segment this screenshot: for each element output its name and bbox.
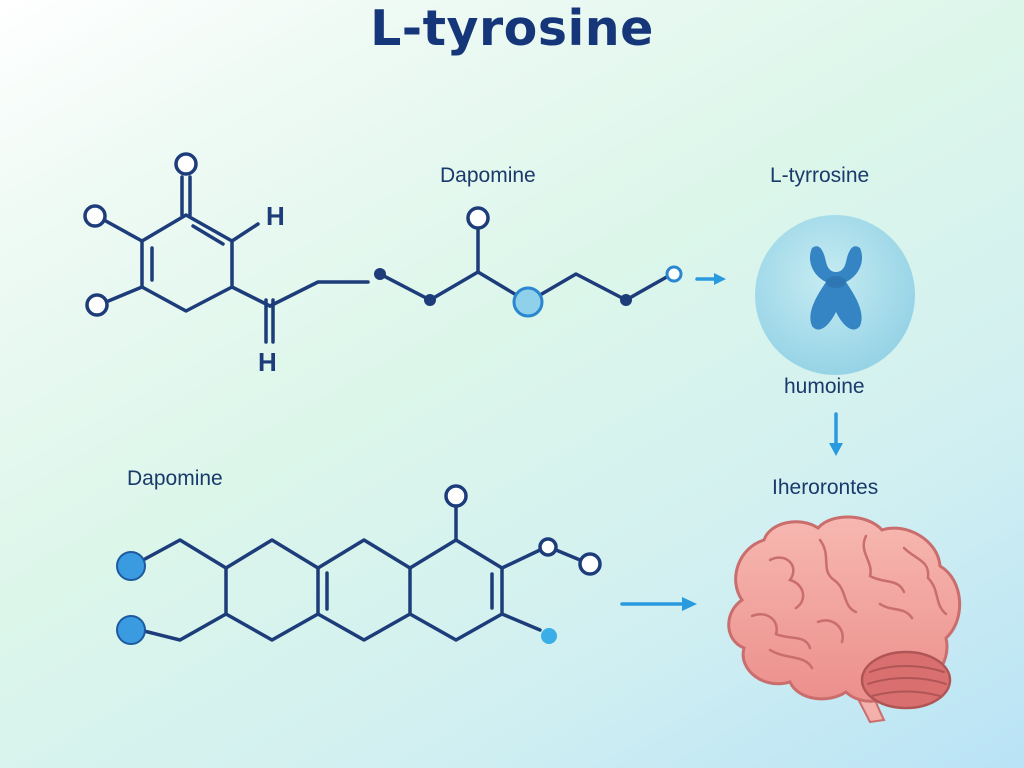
bond-ring-to-chain [230, 285, 272, 308]
arrow-to-brain [620, 597, 697, 611]
arrow-down [829, 412, 843, 456]
ring-1 [130, 538, 228, 642]
brain-icon [727, 515, 961, 724]
node-highlight [512, 286, 544, 318]
atom-end [665, 265, 683, 283]
atom-o-left [83, 204, 107, 228]
bond-to-oo [500, 548, 542, 570]
bottom-molecule [130, 484, 602, 642]
top-molecule [83, 152, 683, 344]
bond-to-o-bottom [104, 285, 144, 304]
label-dopamine-top: Dapomine [440, 164, 536, 187]
atom-o-2 [578, 552, 602, 576]
top-ring [140, 213, 234, 313]
ring-3 [316, 538, 412, 642]
arrow-to-hormone [695, 273, 726, 285]
atom-h-lower: H [258, 347, 277, 377]
node-cyan [541, 628, 557, 644]
chain-1 [268, 280, 370, 308]
bond-to-h-upper [230, 222, 260, 243]
bond-o-o [554, 548, 582, 562]
label-neurotransmitters: Iherorontes [772, 476, 879, 499]
atom-h-upper: H [266, 201, 285, 231]
page-title: L-tyrosine [370, 0, 654, 57]
label-l-tyrosine: L-tyrrosine [770, 164, 870, 187]
chromosome-icon [809, 246, 863, 330]
ring-double-bond [191, 224, 225, 246]
atom-o-1 [538, 537, 558, 557]
label-dopamine-bottom: Dapomine [127, 467, 223, 490]
bond-to-dot [500, 612, 542, 632]
bond-to-o-left [102, 218, 144, 243]
top-chain-nodes [374, 268, 632, 318]
atom-o-chain [466, 206, 490, 230]
atom-o-bottom [85, 293, 109, 317]
node [424, 294, 436, 306]
ring-4 [408, 538, 504, 642]
ring-2 [224, 538, 320, 642]
node [374, 268, 386, 280]
node [620, 294, 632, 306]
atom-o-top [174, 152, 198, 176]
node-blue-bottom [116, 615, 146, 645]
atom-o-bottom-ring [444, 484, 468, 508]
node-blue-top [116, 551, 146, 581]
label-hormone: humoine [784, 375, 865, 398]
